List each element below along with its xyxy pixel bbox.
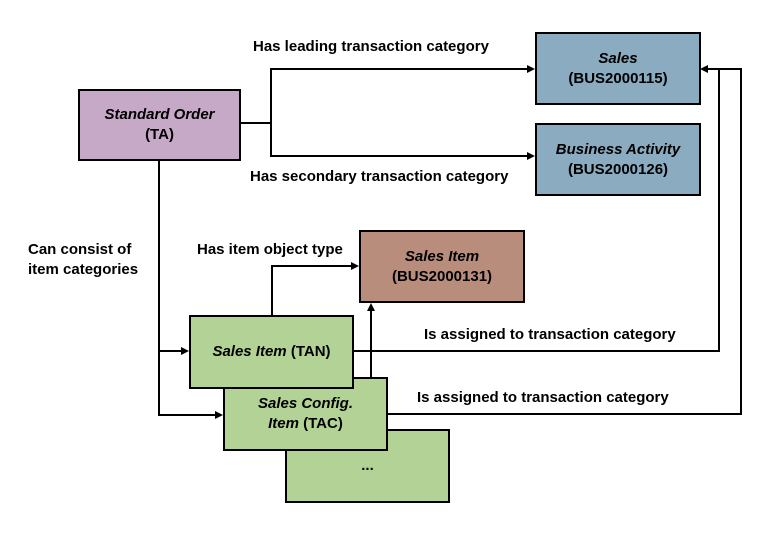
- connector-standard-order-down: [158, 161, 160, 416]
- box-sales-item-tan-label: Sales Item (TAN): [212, 343, 331, 360]
- connector-branch-to-tac: [158, 414, 216, 416]
- box-sales-code: (BUS2000115): [568, 69, 668, 87]
- connector-assigned-tan-riser: [718, 69, 720, 352]
- edge-label-item-object-type: Has item object type: [197, 241, 343, 258]
- box-sales-title: Sales: [598, 49, 638, 67]
- connector-item-object-line: [271, 265, 352, 267]
- edge-label-assigned-tan: Is assigned to transaction category: [424, 326, 676, 343]
- edge-label-assigned-tac: Is assigned to transaction category: [417, 389, 669, 406]
- arrowhead-into-sales-left-icon: [527, 65, 535, 73]
- edge-label-secondary-transaction-category: Has secondary transaction category: [250, 168, 509, 185]
- edge-label-can-consist-line1: Can consist of: [28, 241, 132, 258]
- connector-branch-to-tan: [158, 350, 182, 352]
- connector-assigned-tac-riser: [740, 69, 742, 415]
- box-standard-order-code: (TA): [145, 126, 174, 143]
- connector-item-object-riser: [271, 265, 273, 316]
- box-sales-config-item-tac-title2: Item (TAC): [268, 415, 343, 432]
- box-sales: Sales (BUS2000115): [535, 32, 701, 105]
- connector-left-riser: [270, 68, 272, 157]
- box-sales-item-bus2000131-code: (BUS2000131): [391, 267, 493, 285]
- connector-standard-order-stub: [240, 122, 272, 124]
- connector-tac-up-to-sales-item: [370, 310, 372, 378]
- box-standard-order-title: Standard Order: [104, 106, 215, 123]
- box-sales-item-tan: Sales Item (TAN): [189, 315, 354, 389]
- box-business-activity: Business Activity (BUS2000126): [535, 123, 701, 196]
- box-sales-item-bus2000131: Sales Item (BUS2000131): [359, 230, 525, 303]
- box-business-activity-title: Business Activity: [555, 140, 681, 158]
- box-sales-config-item-tac-title1: Sales Config.: [257, 395, 354, 412]
- box-more-item-categories-label: ...: [361, 457, 374, 474]
- box-sales-config-item-tac: Sales Config. Item (TAC): [223, 377, 388, 451]
- connector-assigned-tan-line: [354, 350, 720, 352]
- box-business-activity-code: (BUS2000126): [567, 160, 669, 178]
- arrowhead-into-sales-item-left-icon: [351, 262, 359, 270]
- arrowhead-into-sales-item-bottom-icon: [367, 303, 375, 311]
- arrowhead-into-sales-right-icon: [700, 65, 708, 73]
- arrowhead-into-business-activity-icon: [527, 152, 535, 160]
- edge-label-leading-transaction-category: Has leading transaction category: [253, 38, 489, 55]
- connector-assigned-tac-line: [388, 413, 742, 415]
- box-standard-order: Standard Order (TA): [78, 89, 241, 161]
- connector-into-sales-right: [706, 68, 742, 70]
- connector-secondary-line: [270, 155, 528, 157]
- edge-label-can-consist-line2: item categories: [28, 261, 139, 278]
- box-sales-item-bus2000131-title: Sales Item: [404, 247, 480, 265]
- connector-leading-line: [270, 68, 528, 70]
- edge-label-can-consist: Can consist of item categories: [28, 240, 138, 280]
- arrowhead-into-tan-icon: [181, 347, 189, 355]
- arrowhead-into-tac-icon: [215, 411, 223, 419]
